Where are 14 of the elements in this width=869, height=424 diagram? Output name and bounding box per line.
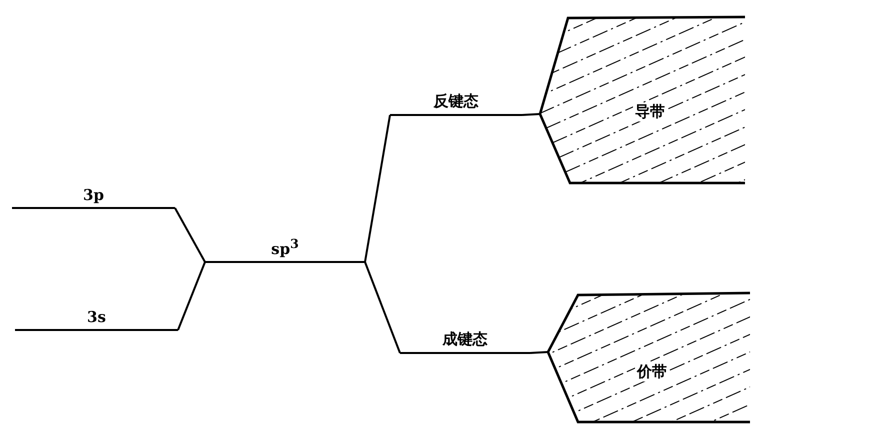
connector-line [177, 262, 206, 330]
energy-level [205, 236, 365, 263]
level-label: sp$^{3}$ [270, 236, 300, 258]
level-label: 反键态 [432, 92, 480, 111]
connector-line [530, 351, 548, 354]
band-label: 导带 [633, 102, 667, 122]
connector-line [174, 208, 206, 262]
band-label: 价带 [635, 362, 669, 382]
connector-line [364, 262, 401, 354]
connector-line [364, 114, 391, 262]
connector-line [522, 113, 540, 116]
level-label: 成键态 [441, 330, 488, 349]
level-label: 3p [82, 186, 105, 204]
level-label: 3s [86, 308, 107, 326]
